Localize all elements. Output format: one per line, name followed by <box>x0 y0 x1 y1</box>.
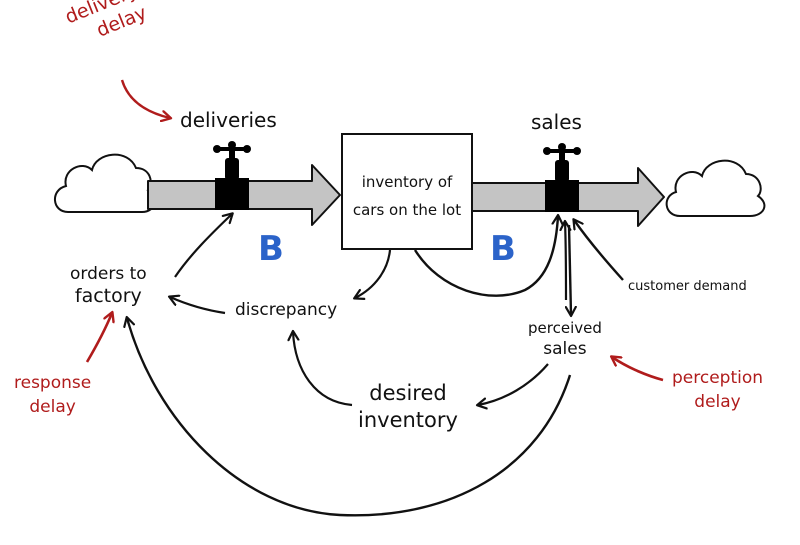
discrepancy-label[interactable]: discrepancy <box>235 300 338 320</box>
source-cloud-icon <box>54 153 157 213</box>
link-orders-to-deliveries <box>174 214 232 278</box>
balancing-loop-b-right: B <box>490 229 516 269</box>
perceived-line2: sales <box>543 339 587 360</box>
link-demand-to-sales <box>574 220 624 281</box>
response-delay-label: response delay <box>14 372 91 420</box>
response-delay-line1: response <box>14 373 92 393</box>
link-desired-to-discrepancy <box>293 332 353 407</box>
orders-line2: factory <box>74 285 142 308</box>
perception-delay-line1: perception <box>672 368 764 388</box>
link-inventory-to-discrepancy <box>355 249 392 298</box>
stock-line2: cars on the lot <box>352 201 462 219</box>
desired-inventory-label[interactable]: desired inventory <box>358 380 458 435</box>
sales-valve-icon[interactable] <box>543 143 581 212</box>
link-perceived-to-desired <box>478 363 549 405</box>
link-inventory-to-sales <box>413 216 558 297</box>
orders-to-factory-label[interactable]: orders to factory <box>70 264 147 309</box>
link-perceived-to-orders <box>127 318 572 517</box>
response-delay-line2: delay <box>29 396 76 417</box>
perception-delay-line2: delay <box>694 391 741 412</box>
orders-line1: orders to <box>70 264 147 284</box>
customer-demand-label[interactable]: customer demand <box>628 279 747 294</box>
delivery-delay-arrow <box>120 79 170 118</box>
link-sales-to-perceived <box>569 224 571 315</box>
perceived-line1: perceived <box>528 319 602 337</box>
balancing-loop-b-left: B <box>258 229 284 269</box>
inventory-stock-box[interactable] <box>341 133 473 250</box>
desired-line2: inventory <box>358 408 458 433</box>
perception-delay-label: perception delay <box>672 367 763 415</box>
perception-delay-arrow <box>612 357 664 382</box>
deliveries-valve-icon[interactable] <box>213 141 251 210</box>
link-sales-perceived-up <box>565 222 566 301</box>
stock-line1: inventory of <box>361 173 453 191</box>
response-delay-arrow <box>85 313 112 363</box>
sink-cloud-icon <box>665 159 766 217</box>
deliveries-flow-label: deliveries <box>180 108 277 132</box>
desired-line1: desired <box>369 381 447 405</box>
sales-flow-label: sales <box>531 110 582 134</box>
inventory-stock-label: inventory of cars on the lot <box>342 168 472 224</box>
perceived-sales-label[interactable]: perceived sales <box>528 318 602 361</box>
link-discrepancy-to-orders <box>170 297 226 315</box>
